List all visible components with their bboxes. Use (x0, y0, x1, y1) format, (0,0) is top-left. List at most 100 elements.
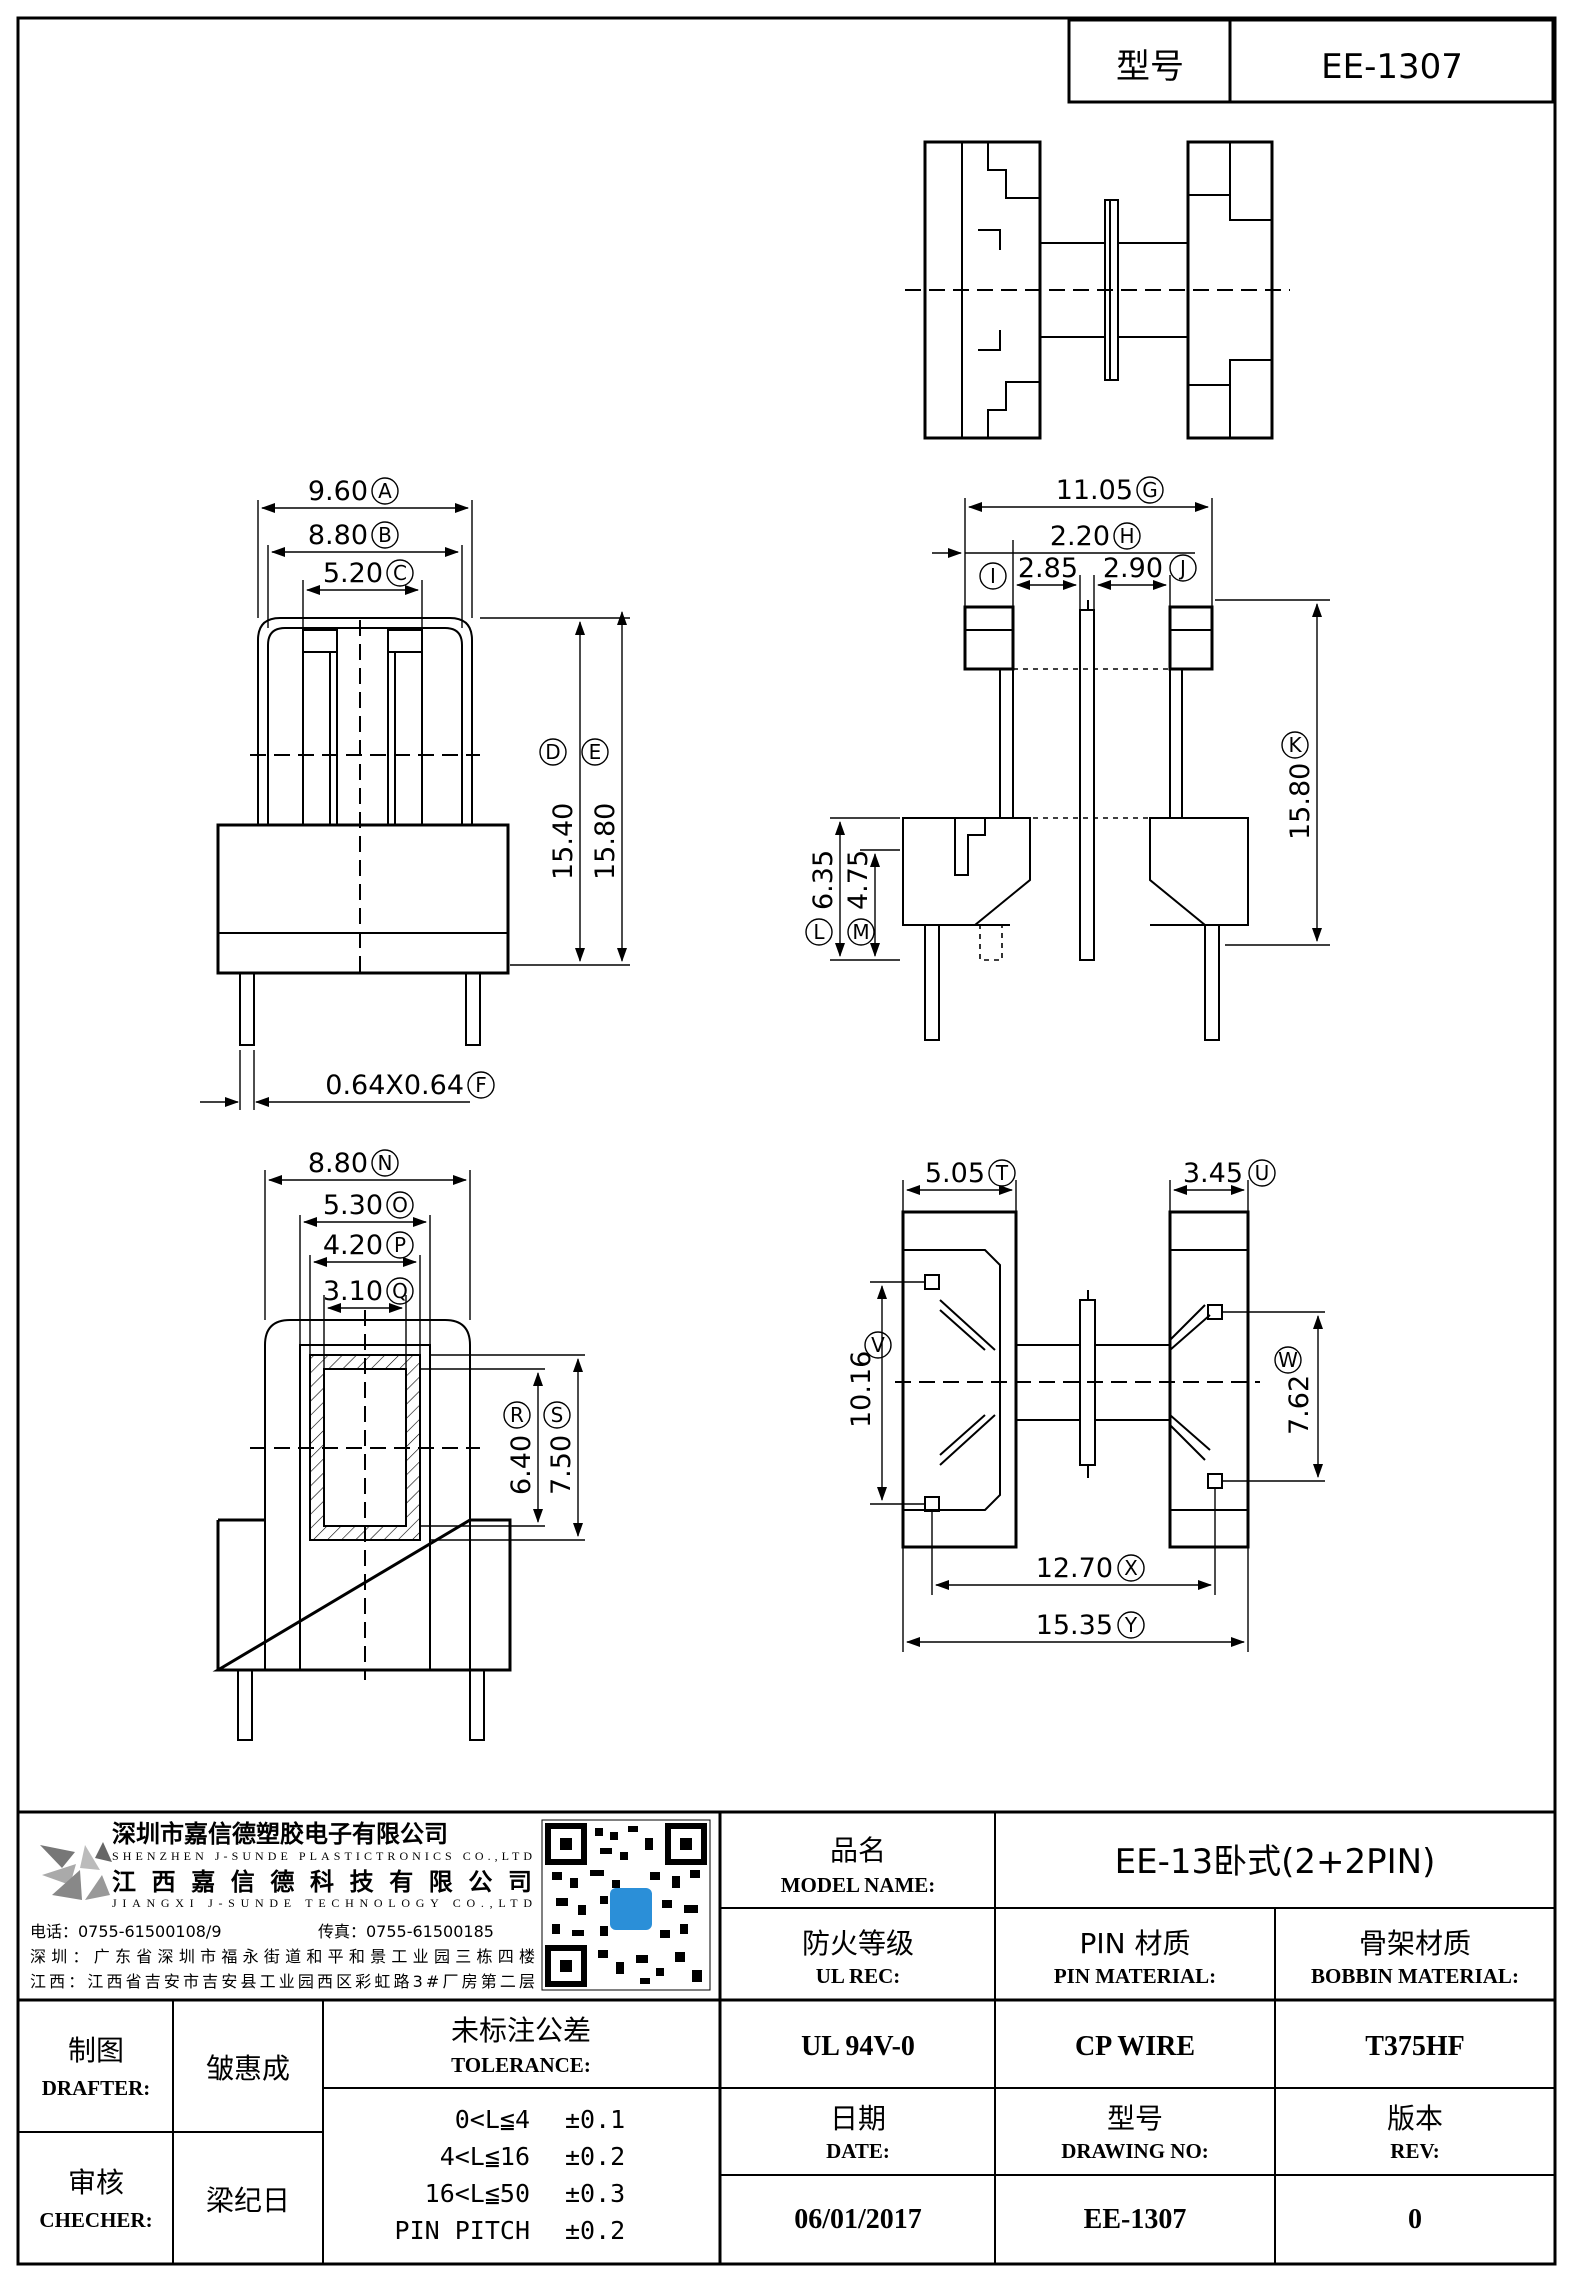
dim-e-value: 15.80 (590, 803, 621, 880)
dim-o-value: 5.30 (323, 1190, 383, 1221)
tolerance-value-4: ±0.2 (565, 2216, 625, 2245)
qr-code (541, 1819, 711, 1991)
end-view (212, 1310, 512, 1741)
drafter-label-cn: 制图 (68, 2034, 124, 2067)
tolerance-range-1: 0<L≦4 (455, 2105, 530, 2134)
dim-p-tag: P (394, 1233, 406, 1257)
bottom-view (895, 1210, 1260, 1549)
title-block-text: 品名 MODEL NAME: EE-13卧式(2+2PIN) 防火等级 UL R… (39, 1834, 1519, 2245)
dim-t-tag: T (995, 1161, 1009, 1185)
bobbin-material-label-en: BOBBIN MATERIAL: (1311, 1964, 1519, 1988)
dim-d-tag: D (545, 740, 560, 764)
tolerance-label-cn: 未标注公差 (451, 2014, 591, 2047)
drawing-no-label-cn: 型号 (1107, 2102, 1163, 2135)
dim-n-value: 8.80 (308, 1148, 368, 1179)
qr-center-logo (610, 1888, 652, 1930)
tolerance-value-3: ±0.3 (565, 2179, 625, 2208)
front-view (216, 617, 510, 1046)
dim-c-value: 5.20 (323, 558, 383, 589)
tolerance-value-2: ±0.2 (565, 2142, 625, 2171)
dim-b-tag: B (378, 523, 392, 547)
dim-w-tag: W (1278, 1348, 1298, 1372)
dim-s-value: 7.50 (546, 1435, 577, 1495)
side-view-dims: 11.05 G 2.20 H I 2.85 2.90 J 15.80 K 6.3… (805, 475, 1330, 961)
pin-material-label-cn: PIN 材质 (1080, 1927, 1191, 1960)
bobbin-material-label-cn: 骨架材质 (1359, 1927, 1471, 1960)
dim-o-tag: O (392, 1193, 408, 1217)
end-view-dims: 8.80 N 5.30 O 4.20 P 3.10 Q 6.40 R 7.50 … (264, 1148, 585, 1541)
rev-value: 0 (1408, 2204, 1422, 2235)
company-phone: 电话：0755-61500108/9 (30, 1922, 222, 1941)
dim-h-value: 2.20 (1050, 521, 1110, 552)
company-name-en-1: SHENZHEN J-SUNDE PLASTICTRONICS CO.,LTD (112, 1849, 532, 1863)
ul-value: UL 94V-0 (801, 2031, 915, 2062)
dim-f-value: 0.64X0.64 (325, 1070, 464, 1101)
tolerance-range-3: 16<L≦50 (425, 2179, 530, 2208)
dim-l-value: 6.35 (808, 850, 839, 910)
dim-g-value: 11.05 (1056, 475, 1133, 506)
dim-x-value: 12.70 (1036, 1553, 1113, 1584)
dim-k-tag: K (1288, 733, 1302, 757)
dim-i-value: 2.85 (1018, 553, 1078, 584)
tolerance-range-4: PIN PITCH (395, 2216, 530, 2245)
title-block (18, 1810, 1555, 2264)
date-label-cn: 日期 (830, 2102, 886, 2135)
dim-m-value: 4.75 (843, 850, 874, 910)
date-value: 06/01/2017 (794, 2204, 922, 2235)
side-view (902, 600, 1249, 1041)
dim-r-tag: R (510, 1403, 524, 1427)
ul-label-en: UL REC: (816, 1964, 901, 1988)
model-name-label-en: MODEL NAME: (781, 1873, 936, 1897)
company-address-sz: 深圳：广东省深圳市福永街道和平和景工业园三栋四楼 (30, 1947, 535, 1966)
company-name-cn-2: 江西嘉信德科技有限公司 (112, 1868, 532, 1896)
tolerance-range-2: 4<L≦16 (440, 2142, 530, 2171)
dim-q-value: 3.10 (323, 1276, 383, 1307)
dim-p-value: 4.20 (323, 1230, 383, 1261)
dim-u-value: 3.45 (1183, 1158, 1243, 1189)
tolerance-label-en: TOLERANCE: (451, 2053, 591, 2077)
model-name-value: EE-13卧式(2+2PIN) (1115, 1842, 1436, 1882)
checker-label-en: CHECHER: (39, 2208, 152, 2232)
checker-label-cn: 审核 (68, 2166, 124, 2199)
rev-label-en: REV: (1390, 2139, 1439, 2163)
dim-s-tag: S (551, 1403, 564, 1427)
bottom-view-dims: 5.05 T 3.45 U 10.16 V 7.62 W 12.70 X 15.… (846, 1158, 1325, 1652)
header-model-label: 型号 (1116, 47, 1184, 87)
dim-q-tag: Q (392, 1279, 408, 1303)
dim-x-tag: X (1124, 1556, 1138, 1580)
sheet-border (16, 16, 1557, 2266)
dim-b-value: 8.80 (308, 520, 368, 551)
company-address-jx: 江西：江西省吉安市吉安县工业园西区彩虹路3#厂房第二层 (30, 1972, 535, 1991)
dim-c-tag: C (393, 561, 407, 585)
top-view (905, 140, 1290, 440)
model-name-label-cn: 品名 (830, 1834, 886, 1867)
company-name-en-2: JIANGXI J-SUNDE TECHNOLOGY CO.,LTD (112, 1896, 532, 1910)
dim-k-value: 15.80 (1285, 763, 1316, 840)
rev-label-cn: 版本 (1387, 2102, 1443, 2135)
dim-u-tag: U (1255, 1161, 1270, 1185)
tolerance-value-1: ±0.1 (565, 2105, 625, 2134)
dim-n-tag: N (378, 1151, 393, 1175)
company-name-cn-1: 深圳市嘉信德塑胶电子有限公司 (112, 1820, 448, 1848)
drawing-no-value: EE-1307 (1084, 2204, 1187, 2235)
dim-f-tag: F (475, 1073, 487, 1097)
dim-i-tag: I (990, 564, 996, 588)
dim-g-tag: G (1142, 478, 1158, 502)
drawing-no-label-en: DRAWING NO: (1061, 2139, 1209, 2163)
checker-value: 梁纪日 (206, 2184, 290, 2217)
dim-v-value: 10.16 (846, 1351, 877, 1428)
header-model-value: EE-1307 (1321, 47, 1463, 87)
dim-y-value: 15.35 (1036, 1610, 1113, 1641)
dim-t-value: 5.05 (925, 1158, 985, 1189)
dim-d-value: 15.40 (548, 803, 579, 880)
drafter-value: 皱惠成 (206, 2052, 290, 2085)
dim-m-tag: M (852, 920, 869, 944)
dim-e-tag: E (589, 740, 602, 764)
date-label-en: DATE: (826, 2139, 890, 2163)
pin-material-value: CP WIRE (1075, 2031, 1195, 2062)
company-logo (40, 1842, 112, 1900)
dim-y-tag: Y (1124, 1613, 1138, 1637)
pin-material-label-en: PIN MATERIAL: (1054, 1964, 1216, 1988)
bobbin-material-value: T375HF (1365, 2031, 1465, 2062)
